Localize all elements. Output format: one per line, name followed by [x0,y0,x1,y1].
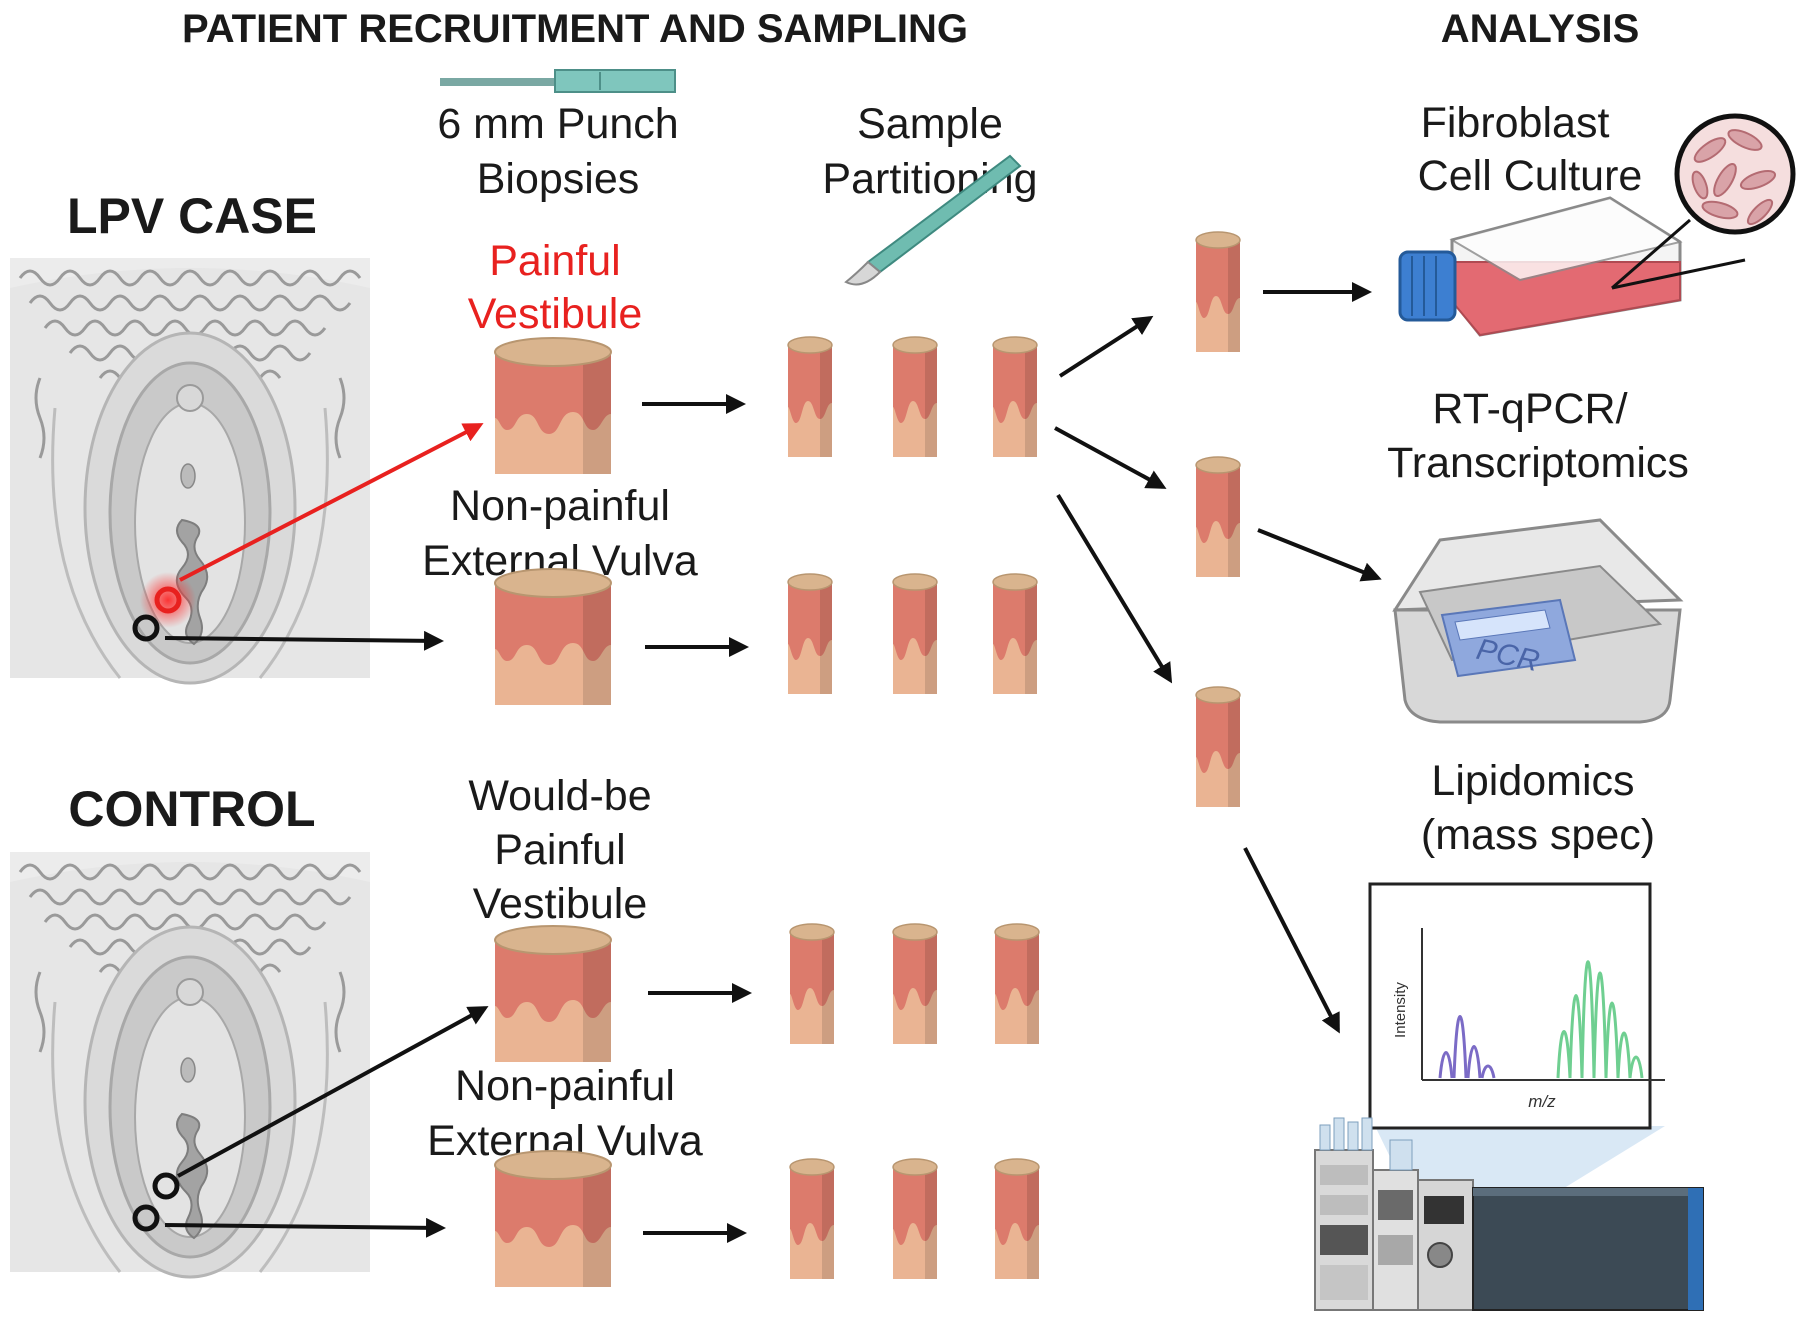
case-nonpainful-site-marker [132,614,160,642]
arrow-to-pcr [1257,528,1382,582]
biopsy-case-painful [494,337,612,475]
group-case-title: LPV CASE [67,188,317,244]
step-partition-line1: Sample [857,100,1003,148]
step-biopsy-line2: Biopsies [477,155,640,203]
analysis-piece-pcr [1195,456,1241,578]
partition-row-2 [787,573,1038,695]
control-painful-label-line2: Painful [494,826,625,874]
punch-biopsy-tool-icon [440,69,676,93]
spectrum-peak-green [1616,1031,1632,1079]
biopsy-case-nonpainful [494,568,612,706]
pcr-machine-icon: PCR [1392,518,1684,724]
analysis-lipid-line2: (mass spec) [1421,811,1655,859]
analysis-culture-line2: Cell Culture [1418,152,1643,200]
spectrum-peak-green [1568,994,1584,1079]
analysis-culture-line1: Fibroblast [1421,99,1610,147]
culture-flask-icon [1398,196,1683,337]
spectrum-peak-purple [1438,1051,1454,1079]
mass-spectrometer-icon [1314,1117,1704,1311]
analysis-piece-culture [1195,231,1241,353]
spectrum-peak-purple [1466,1045,1482,1079]
spectrum-peak-green [1604,1001,1620,1079]
arrow-to-lipidomics [1243,847,1340,1034]
arrow-to-pcr-piece [1054,426,1167,489]
spectrum-peak-green [1580,960,1596,1079]
spectrum-peak-purple [1452,1015,1468,1079]
spectrum-peak-green [1556,1030,1572,1079]
mass-spectrum-panel: Intensity m/z [1368,882,1665,1198]
painful-site-marker [154,586,182,614]
analysis-pcr-line1: RT-qPCR/ [1432,385,1627,433]
case-nonpainful-label-line1: Non-painful [450,482,670,530]
case-anatomy-illustration [8,256,372,685]
step-biopsy-line1: 6 mm Punch [437,100,678,148]
partition-row-3 [789,923,1040,1045]
arrow-to-lipid-piece [1056,493,1173,684]
control-vestibule-site-marker [152,1172,180,1200]
spectrum-peak-green [1592,971,1608,1079]
painful-site-glow [140,572,196,628]
case-painful-label-line1: Painful [489,237,620,285]
spectrum-xlabel: m/z [1528,1092,1556,1111]
control-painful-label-line3: Vestibule [473,880,648,928]
partition-row-4 [789,1158,1040,1280]
spectrum-peak-purple [1480,1064,1496,1079]
arrow-painful-to-biopsy [179,423,484,582]
spectrum-peak-green [1628,1055,1644,1079]
arrow-control-vestibule-to-biopsy [177,1006,489,1178]
analysis-pcr-line2: Transcriptomics [1387,439,1689,487]
group-control-title: CONTROL [68,781,315,837]
control-anatomy-illustration [8,850,372,1279]
analysis-lipid-line1: Lipidomics [1431,757,1634,805]
spectrum-ylabel: Intensity [1392,982,1409,1038]
scalpel-icon [844,154,1022,286]
arrow-to-culture-piece [1058,315,1154,378]
biopsy-control-nonpainful [494,1150,612,1288]
case-painful-label-line2: Vestibule [468,290,643,338]
cell-magnifier-icon [1611,113,1796,290]
arrow-control-nonpainful-to-biopsy [164,1217,446,1238]
arrow-case-nonpainful-to-biopsy [164,630,444,651]
control-nonpainful-site-marker [132,1204,160,1232]
control-nonpainful-label-line1: Non-painful [455,1062,675,1110]
control-painful-label-line1: Would-be [468,772,651,820]
header-analysis: ANALYSIS [1441,7,1640,51]
biopsy-control-vestibule [494,925,612,1063]
partition-row-1 [787,336,1038,458]
header-recruitment: PATIENT RECRUITMENT AND SAMPLING [182,7,968,51]
analysis-piece-lipid [1195,686,1241,808]
